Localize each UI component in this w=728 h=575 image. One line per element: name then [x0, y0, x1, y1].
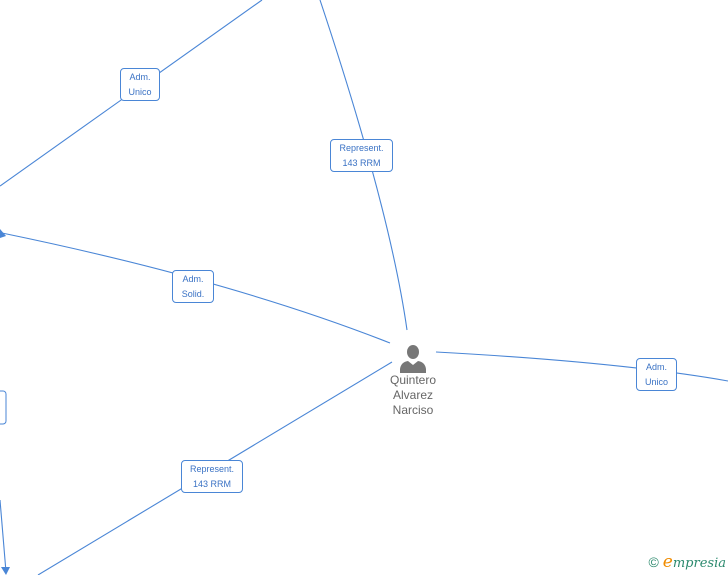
edge-label-line: Unico — [128, 87, 152, 97]
edge-label-line: Adm. — [645, 362, 667, 372]
edge-label-left[interactable]: Adm. Solid. — [172, 270, 214, 303]
arrowhead-left-icon — [0, 229, 6, 238]
person-name-line: Alvarez — [392, 388, 433, 402]
edge-label-line: Solid. — [181, 289, 205, 299]
edge-line-top — [319, 0, 408, 331]
edge-label-line: 143 RRM — [192, 479, 231, 489]
edge-label-line: Represent. — [339, 143, 384, 153]
edge-label-line: Unico — [644, 377, 668, 387]
arrowhead-bottom-icon — [1, 567, 10, 575]
edge-line-far-left — [0, 499, 7, 573]
edge-label-line: Adm. — [129, 72, 151, 82]
offscreen-node-box[interactable] — [0, 390, 7, 425]
edge-label-line: 143 RRM — [342, 158, 381, 168]
copyright-icon: © — [648, 554, 659, 570]
brand-logo-e: e — [662, 552, 673, 572]
edge-label-top[interactable]: Represent. 143 RRM — [330, 139, 393, 172]
brand-name: mpresia — [672, 556, 726, 571]
empresia-watermark: ©empresia — [648, 552, 726, 572]
person-icon — [400, 345, 426, 373]
edge-label-line: Adm. — [182, 274, 204, 284]
edge-line-right — [435, 351, 728, 382]
edge-label-line: Represent. — [189, 464, 235, 474]
edge-label-bottom-left[interactable]: Represent. 143 RRM — [181, 460, 243, 493]
person-name-line: Narciso — [392, 403, 434, 417]
person-name-line: Quintero — [389, 373, 437, 387]
person-node[interactable]: Quintero Alvarez Narciso — [373, 343, 453, 418]
edge-label-top-left[interactable]: Adm. Unico — [120, 68, 160, 101]
edge-label-right[interactable]: Adm. Unico — [636, 358, 677, 391]
